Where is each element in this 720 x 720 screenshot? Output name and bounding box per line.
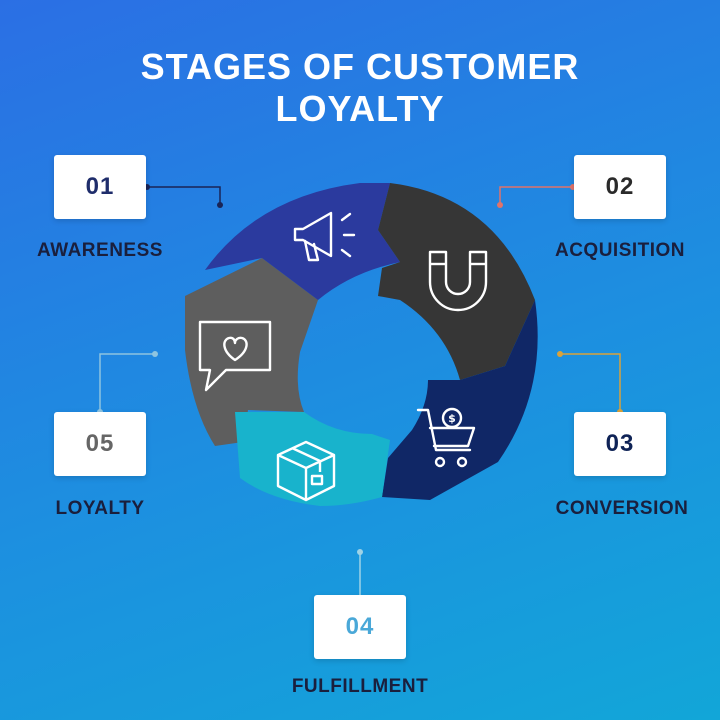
connector-awareness <box>144 184 223 208</box>
stage-number-box-acquisition: 02 <box>574 155 666 219</box>
connector-conversion <box>557 351 623 415</box>
package-icon <box>276 440 336 502</box>
svg-text:$: $ <box>448 412 456 425</box>
segment-awareness <box>205 183 400 300</box>
connector-acquisition <box>497 184 576 208</box>
segment-loyalty <box>185 258 318 446</box>
chat-heart-icon <box>198 320 272 392</box>
page-title: STAGES OF CUSTOMER LOYALTY <box>0 46 720 130</box>
stage-label-acquisition: ACQUISITION <box>554 240 686 261</box>
stage-label-loyalty: LOYALTY <box>55 498 145 519</box>
connector-fulfillment <box>357 549 363 595</box>
stage-number-box-conversion: 03 <box>574 412 666 476</box>
stage-label-fulfillment: FULFILLMENT <box>291 676 429 697</box>
magnet-icon <box>428 250 488 312</box>
stage-number-box-awareness: 01 <box>54 155 146 219</box>
segment-fulfillment <box>235 412 390 506</box>
stage-number-box-fulfillment: 04 <box>314 595 406 659</box>
stage-number-acquisition: 02 <box>605 173 635 200</box>
stage-label-conversion: CONVERSION <box>555 498 689 519</box>
segment-conversion <box>382 300 538 500</box>
page-title-line-1: STAGES OF CUSTOMER <box>140 46 580 87</box>
shopping-cart-icon: $ <box>416 407 476 468</box>
megaphone-icon <box>293 211 356 262</box>
connector-loyalty <box>97 351 158 415</box>
stage-number-fulfillment: 04 <box>345 613 375 640</box>
segment-acquisition <box>378 183 535 380</box>
stage-number-awareness: 01 <box>85 173 115 200</box>
stage-number-conversion: 03 <box>605 430 635 457</box>
stage-number-loyalty: 05 <box>85 430 115 457</box>
page-title-line-2: LOYALTY <box>275 88 445 129</box>
stage-number-box-loyalty: 05 <box>54 412 146 476</box>
stage-label-awareness: AWARENESS <box>37 240 163 261</box>
